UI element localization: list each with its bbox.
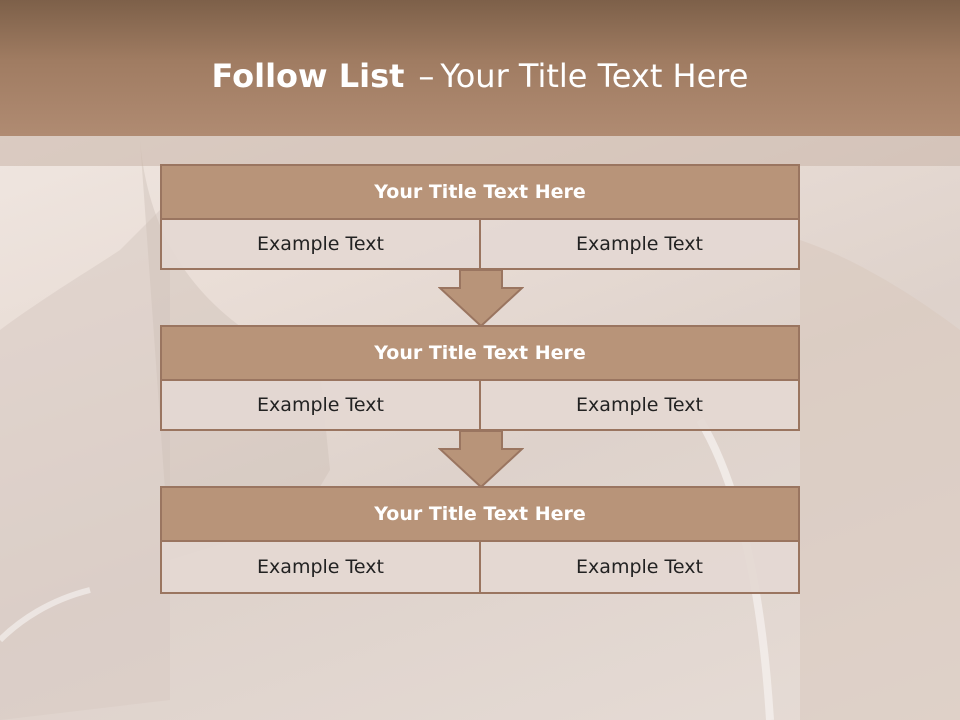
block-row: Example Text Example Text [160,381,800,431]
page-title: Follow List–Your Title Text Here [0,56,960,96]
block-cell-left: Example Text [160,381,481,431]
title-bold: Follow List [211,57,405,95]
title-dash: – [418,57,435,95]
flow-block-2: Your Title Text Here Example Text Exampl… [160,325,800,431]
block-cell-left: Example Text [160,220,481,270]
block-cell-left: Example Text [160,542,481,594]
block-title: Your Title Text Here [160,325,800,381]
down-arrow-icon [438,430,524,489]
header-bar [0,0,960,136]
flow-block-1: Your Title Text Here Example Text Exampl… [160,164,800,270]
block-row: Example Text Example Text [160,542,800,594]
block-cell-right: Example Text [481,220,800,270]
block-cell-right: Example Text [481,542,800,594]
block-cell-right: Example Text [481,381,800,431]
down-arrow-icon [438,269,524,328]
flow-block-3: Your Title Text Here Example Text Exampl… [160,486,800,594]
block-row: Example Text Example Text [160,220,800,270]
block-title: Your Title Text Here [160,486,800,542]
block-title: Your Title Text Here [160,164,800,220]
header-strip [0,136,960,166]
title-rest: Your Title Text Here [440,57,749,95]
